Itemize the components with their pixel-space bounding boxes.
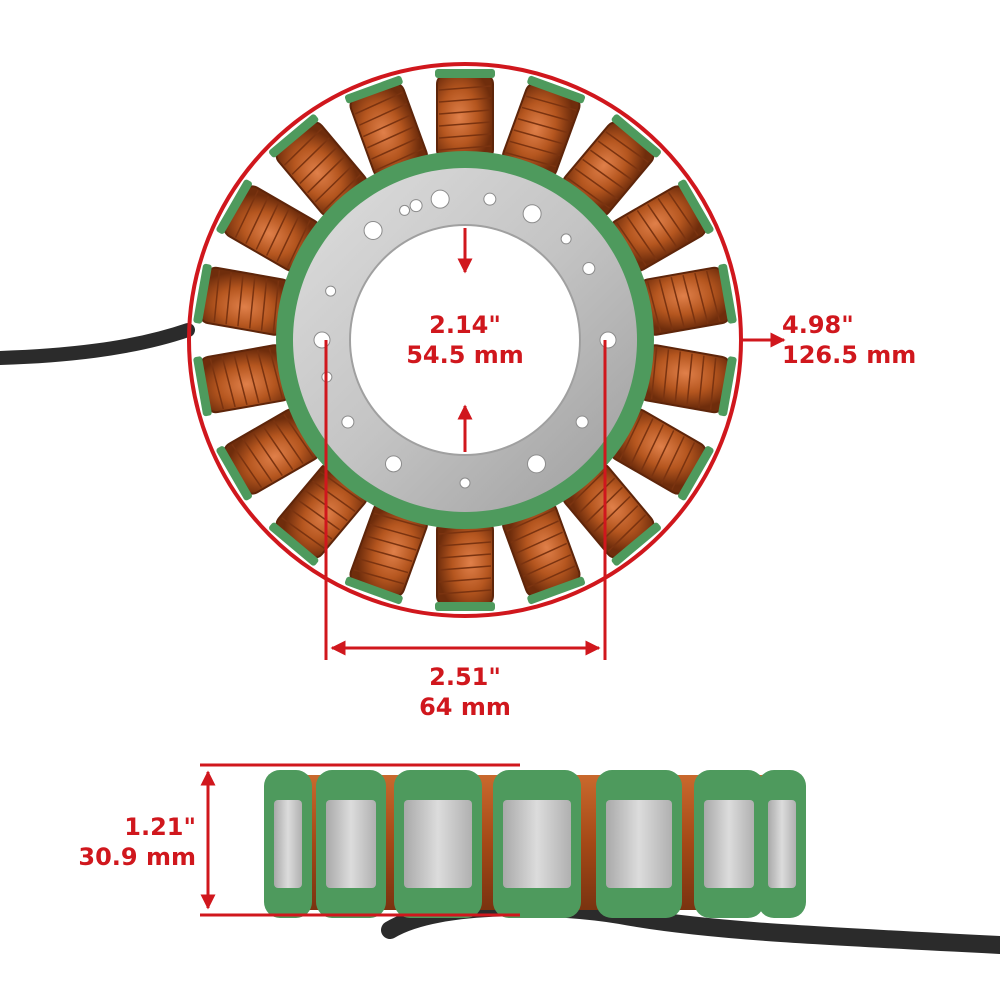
mounting-holes [313, 189, 617, 489]
coil [609, 179, 714, 272]
outer-diameter-inch: 4.98" [782, 311, 854, 339]
height-mm: 30.9 mm [78, 843, 196, 871]
side-pole [758, 770, 806, 918]
bolt-spacing-mm: 64 mm [419, 693, 511, 721]
outer-diameter-mm: 126.5 mm [782, 341, 917, 369]
height-label: 1.21" 30.9 mm [40, 812, 196, 872]
side-pole [596, 770, 682, 918]
steel-core [293, 168, 638, 512]
coil [344, 501, 428, 605]
outer-diameter-label: 4.98" 126.5 mm [782, 310, 962, 370]
bore-diameter-inch: 2.14" [429, 311, 501, 339]
outer-diameter-circle [187, 62, 743, 618]
side-pole [493, 770, 581, 918]
coil [269, 114, 368, 218]
side-pole [394, 770, 482, 918]
coil [435, 69, 495, 161]
coil [344, 75, 428, 179]
side-pole [264, 770, 312, 918]
height-inch: 1.21" [124, 813, 196, 841]
side-pole [316, 770, 386, 918]
coil [637, 263, 737, 336]
coil [193, 344, 293, 417]
bolt-spacing-inch: 2.51" [429, 663, 501, 691]
side-pole [694, 770, 764, 918]
coil [193, 263, 293, 336]
coil [216, 408, 321, 501]
bore-diameter-mm: 54.5 mm [406, 341, 524, 369]
bore-diameter-label: 2.14" 54.5 mm [395, 310, 535, 370]
bolt-spacing-label: 2.51" 64 mm [380, 662, 550, 722]
coil [609, 408, 714, 501]
insulation-ring [276, 151, 654, 529]
coil [502, 501, 586, 605]
wire-cable [0, 323, 195, 365]
stator-side-view [264, 770, 1000, 954]
coil [435, 519, 495, 611]
